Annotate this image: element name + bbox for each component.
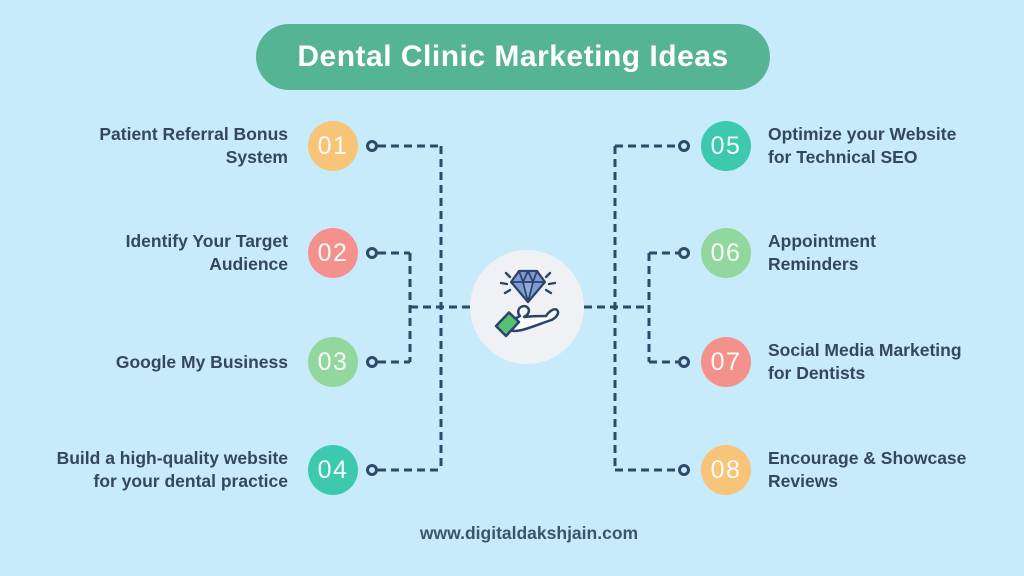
item-01-label: Patient Referral Bonus System xyxy=(99,124,288,167)
sparkle-icon xyxy=(499,281,509,286)
page-title: Dental Clinic Marketing Ideas xyxy=(297,40,729,73)
item-07-label: Social Media Marketing for Dentists xyxy=(768,340,962,383)
item-06-label: Appointment Reminders xyxy=(768,231,876,274)
title-banner: Dental Clinic Marketing Ideas xyxy=(256,24,770,90)
item-04: Build a high-quality website for your de… xyxy=(28,445,358,495)
connector-node xyxy=(366,247,378,259)
item-04-number-badge: 04 xyxy=(308,445,358,495)
sparkle-icon xyxy=(544,271,552,279)
diamond-icon xyxy=(509,269,547,304)
cuff-shape xyxy=(494,311,521,338)
item-01-number-badge: 01 xyxy=(308,121,358,171)
item-04-label: Build a high-quality website for your de… xyxy=(56,448,288,491)
item-03-number-badge: 03 xyxy=(308,337,358,387)
item-07: 07 Social Media Marketing for Dentists xyxy=(701,337,1006,387)
connector-node xyxy=(678,140,690,152)
hand-icon xyxy=(494,304,560,338)
item-03-label: Google My Business xyxy=(115,351,288,372)
sparkle-icon xyxy=(503,288,512,295)
connector-node xyxy=(366,356,378,368)
connector-node xyxy=(678,247,690,259)
item-05: 05 Optimize your Website for Technical S… xyxy=(701,121,1006,171)
item-01: Patient Referral Bonus System 01 xyxy=(28,121,358,171)
connector-node xyxy=(366,140,378,152)
item-02-number-badge: 02 xyxy=(308,228,358,278)
item-03: Google My Business 03 xyxy=(28,337,358,387)
connector-node xyxy=(678,356,690,368)
center-icon-badge xyxy=(470,250,584,364)
sparkle-icon xyxy=(504,271,512,279)
item-06-number-badge: 06 xyxy=(701,228,751,278)
item-02: Identify Your Target Audience 02 xyxy=(28,228,358,278)
item-08-label: Encourage & Showcase Reviews xyxy=(768,448,967,491)
diamond-in-hand-icon xyxy=(494,269,560,338)
item-08-number-badge: 08 xyxy=(701,445,751,495)
sparkle-icon xyxy=(547,281,557,286)
item-05-number-badge: 05 xyxy=(701,121,751,171)
item-05-label: Optimize your Website for Technical SEO xyxy=(768,124,957,167)
sparkle-icon xyxy=(544,288,553,295)
website-url: www.digitaldakshjain.com xyxy=(419,523,639,543)
connector-node xyxy=(678,464,690,476)
item-06: 06 Appointment Reminders xyxy=(701,228,1006,278)
connector-node xyxy=(366,464,378,476)
item-07-number-badge: 07 xyxy=(701,337,751,387)
item-02-label: Identify Your Target Audience xyxy=(125,231,288,274)
item-08: 08 Encourage & Showcase Reviews xyxy=(701,445,1006,495)
